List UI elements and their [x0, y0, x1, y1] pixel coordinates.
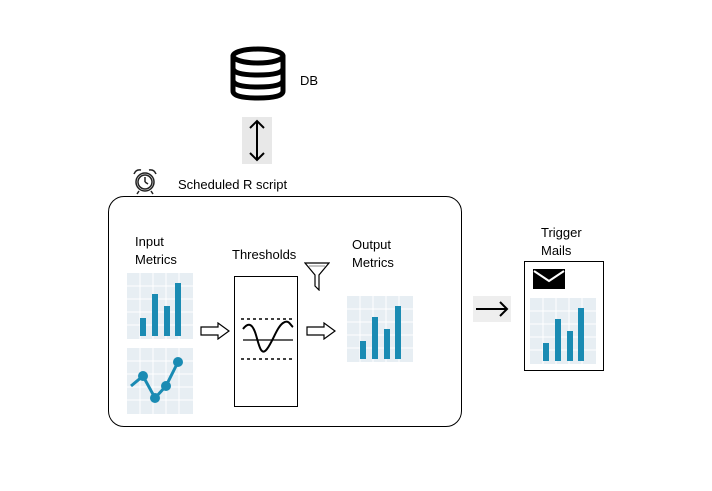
alarm-clock-icon — [133, 169, 157, 195]
right-arrow-icon — [476, 301, 509, 317]
hollow-arrow-icon — [200, 322, 230, 340]
line-chart-icon — [127, 348, 193, 414]
script-label: Scheduled R script — [178, 177, 288, 192]
output-metrics-label: Output Metrics — [352, 237, 394, 270]
db-label: DB — [300, 73, 319, 88]
bar-chart-icon — [347, 296, 413, 362]
r-script-panel — [108, 196, 462, 427]
trigger-mails-card — [524, 261, 604, 371]
thresholds-label: Thresholds — [232, 247, 297, 262]
double-arrow-connector — [242, 117, 272, 164]
thresholds-box — [234, 276, 298, 407]
filter-funnel-icon — [304, 262, 330, 291]
input-line-chart — [127, 348, 193, 414]
bar-chart-icon — [530, 298, 596, 364]
threshold-wave-graphic — [241, 318, 294, 360]
double-arrow-icon — [249, 119, 265, 162]
envelope-icon — [533, 269, 565, 289]
right-arrow-connector — [473, 296, 511, 322]
input-bar-chart — [127, 273, 193, 339]
mail-bar-chart — [530, 298, 596, 364]
bar-chart-icon — [127, 273, 193, 339]
output-bar-chart — [347, 296, 413, 362]
input-metrics-label: Input Metrics — [135, 234, 177, 267]
trigger-mails-label: Trigger Mails — [541, 225, 582, 258]
hollow-arrow-icon — [306, 322, 336, 340]
database-icon — [230, 46, 286, 101]
